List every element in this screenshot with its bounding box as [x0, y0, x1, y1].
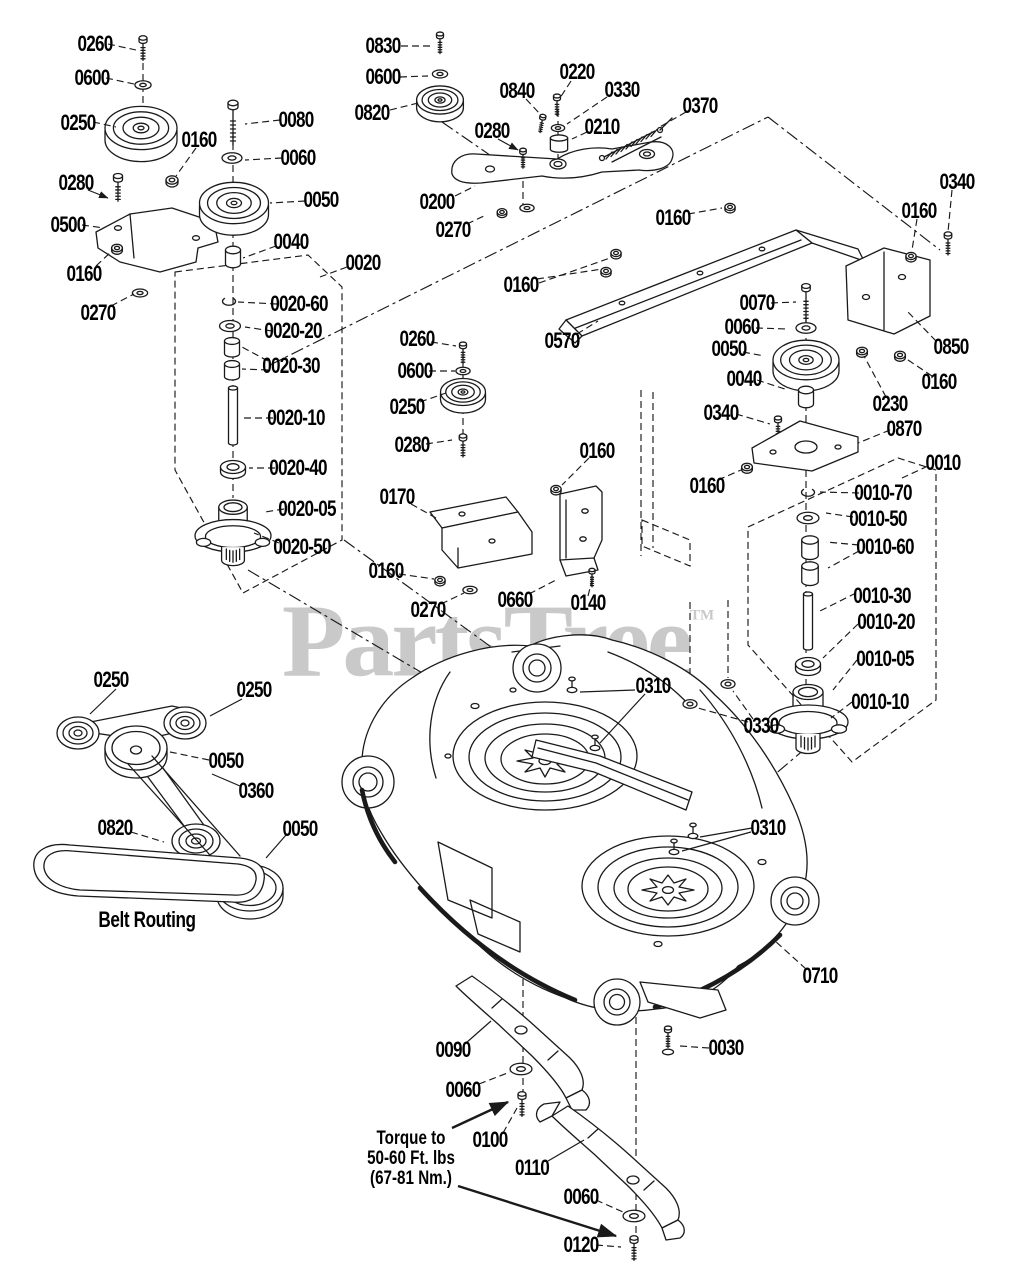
spacer-0040 [224, 245, 242, 269]
washer-0600 [431, 69, 449, 79]
front-baffle-0570 [559, 202, 864, 343]
idler-arm-assembly [416, 31, 673, 278]
spacer-0210 [549, 134, 569, 153]
bracket-0660 [560, 486, 602, 576]
spacer-0010-60b [801, 561, 819, 587]
washer-0060 [795, 322, 817, 334]
pulley-0250 [440, 378, 486, 414]
gauge-wheel-bottom [594, 979, 640, 1025]
pulley-0050 [772, 339, 840, 392]
group-outline-0010 [748, 458, 936, 762]
bolt-0100 [517, 1091, 527, 1117]
washer-0330 [550, 124, 566, 132]
blade-0090 [456, 976, 589, 1110]
washer-0600 [134, 80, 152, 90]
bolt-0830 [436, 31, 444, 55]
belt-pulley-0820 [172, 824, 220, 858]
pulley-0820 [416, 85, 464, 123]
washer-0600 [455, 366, 471, 376]
flange-nut-0330a [721, 680, 735, 689]
bolt-0260 [138, 35, 148, 61]
belt-0360 [128, 756, 240, 864]
bolt-0030 [664, 1025, 672, 1049]
spacer-0010-60a [801, 535, 819, 561]
torque-note-line2: 50-60 Ft. lbs [367, 1148, 455, 1169]
torque-note: Torque to 50-60 Ft. lbs (67-81 Nm.) [367, 1129, 455, 1189]
shaft-0010-30 [804, 592, 813, 650]
gauge-wheel-right [771, 877, 819, 925]
ring-0010-70 [800, 488, 816, 497]
washer-0270 [462, 585, 478, 595]
bolt-0280 [458, 433, 468, 458]
washer-0020-20 [218, 319, 242, 333]
washer-0270 [131, 288, 149, 298]
deck-rear-bracket [640, 982, 726, 1018]
washer-0060 [221, 152, 243, 164]
shaft-0020-10 [229, 386, 238, 445]
spacer-0020-30a [223, 336, 241, 358]
nut-0160 [894, 350, 906, 362]
group-outline-0020 [175, 255, 342, 593]
bracket-0500 [96, 208, 218, 272]
flat-belt-loop [34, 844, 264, 902]
spacer-0040 [797, 385, 815, 409]
nut-0160 [741, 462, 753, 474]
bolt-0120 [629, 1235, 639, 1261]
gauge-wheel-top [512, 644, 561, 692]
bolt-0220 [553, 93, 561, 117]
nut-0160 [165, 175, 179, 188]
nut-0230 [856, 346, 868, 358]
bearing-0020-40 [219, 459, 247, 480]
bolt-0140 [588, 567, 596, 588]
belt-pulley-0050-mid [105, 726, 167, 778]
spindle-housing-0020 [194, 499, 272, 567]
bolt-0340 [943, 231, 953, 256]
belt-routing-caption: Belt Routing [98, 907, 196, 932]
bolt-0080 [227, 99, 239, 146]
pulley-0250 [104, 105, 178, 163]
flange-nut-0330b [683, 700, 697, 709]
bracket-0170 [430, 497, 532, 568]
group-outlines [175, 255, 936, 762]
bearing-0010-20 [794, 656, 822, 677]
watermark-tm: TM [689, 607, 715, 624]
belt-pulley-0250-left [57, 717, 99, 749]
washer-0060 [509, 1062, 533, 1076]
bolt-0260 [459, 341, 467, 365]
left-spindle-assembly [96, 35, 272, 567]
torque-note-line3: (67-81 Nm.) [370, 1168, 452, 1189]
washer-0010-50 [796, 511, 820, 525]
blades [456, 976, 685, 1261]
belt-pulley-0250-right [164, 707, 206, 739]
torque-note-line1: Torque to [376, 1128, 446, 1149]
gauge-wheel-left [342, 756, 394, 808]
bolt-0070 [801, 283, 811, 323]
belt-routing-inset [34, 706, 283, 919]
leader-lines [82, 44, 952, 1247]
mower-deck-0710 [342, 635, 819, 1055]
mid-idler-group [430, 341, 602, 595]
bolt-0840 [536, 113, 547, 134]
spacer-0020-30b [223, 359, 241, 381]
washer-0060 [622, 1209, 646, 1223]
bolt-0280 [112, 172, 124, 202]
blade-0110 [537, 1102, 685, 1240]
pulley-0050 [198, 181, 270, 236]
plate-0870 [752, 421, 858, 471]
